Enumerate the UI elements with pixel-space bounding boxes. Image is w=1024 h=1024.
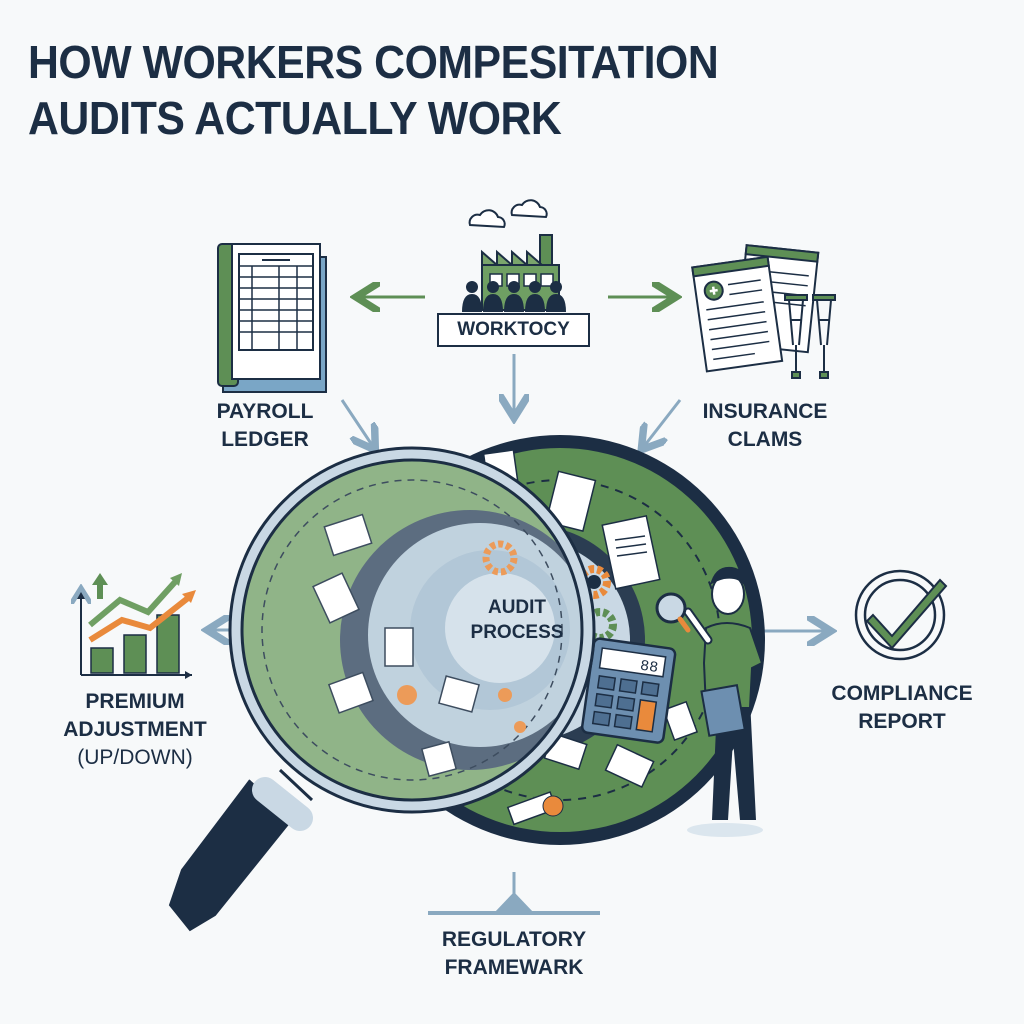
payroll-line-1: PAYROLL [216, 400, 314, 423]
ledger-book-icon [217, 243, 327, 393]
compliance-line-2: REPORT [858, 710, 946, 733]
center-line-1: AUDIT [487, 597, 547, 618]
claims-line-2: CLAMS [727, 428, 803, 451]
audit-process-label: AUDIT PROCESS [452, 595, 582, 645]
compliance-line-1: COMPLIANCE [831, 682, 973, 705]
center-line-2: PROCESS [470, 622, 564, 643]
payroll-ledger-label: PAYROLL LEDGER [205, 398, 325, 454]
compliance-report-label: COMPLIANCE REPORT [822, 680, 982, 736]
checkmark-circle-icon [854, 569, 948, 661]
magnifying-glass-icon [168, 446, 596, 932]
arrow-claims-to-center [645, 399, 682, 445]
factory-workers-icon [462, 199, 566, 312]
insurance-claims-label: INSURANCE CLAMS [690, 398, 840, 454]
page-title: HOW WORKERS COMPESITATION AUDITS ACTUALL… [28, 34, 719, 146]
premium-line-3: (UP/DOWN) [77, 746, 193, 769]
calculator-display: 88 [639, 658, 659, 677]
payroll-line-2: LEDGER [221, 428, 309, 451]
regulatory-framework-label: REGULATORY FRAMEWARK [424, 926, 604, 982]
balance-base-icon [428, 872, 600, 915]
worktocy-label-box: WORKTOCY [437, 313, 590, 347]
calculator-icon: 88 [580, 637, 677, 744]
premium-line-2: ADJUSTMENT [63, 718, 207, 741]
arrow-payroll-to-center [340, 399, 372, 445]
claims-line-1: INSURANCE [702, 400, 828, 423]
title-line-1: HOW WORKERS COMPESITATION [28, 36, 719, 88]
regulatory-line-2: FRAMEWARK [444, 956, 584, 979]
auditor-person-icon [655, 566, 764, 837]
premium-line-1: PREMIUM [85, 690, 185, 713]
bar-chart-trend-icon [77, 573, 196, 679]
title-line-2: AUDITS ACTUALLY WORK [28, 92, 562, 144]
premium-adjustment-label: PREMIUM ADJUSTMENT (UP/DOWN) [55, 688, 215, 772]
medical-claims-crutches-icon [691, 244, 836, 379]
regulatory-line-1: REGULATORY [441, 928, 587, 951]
